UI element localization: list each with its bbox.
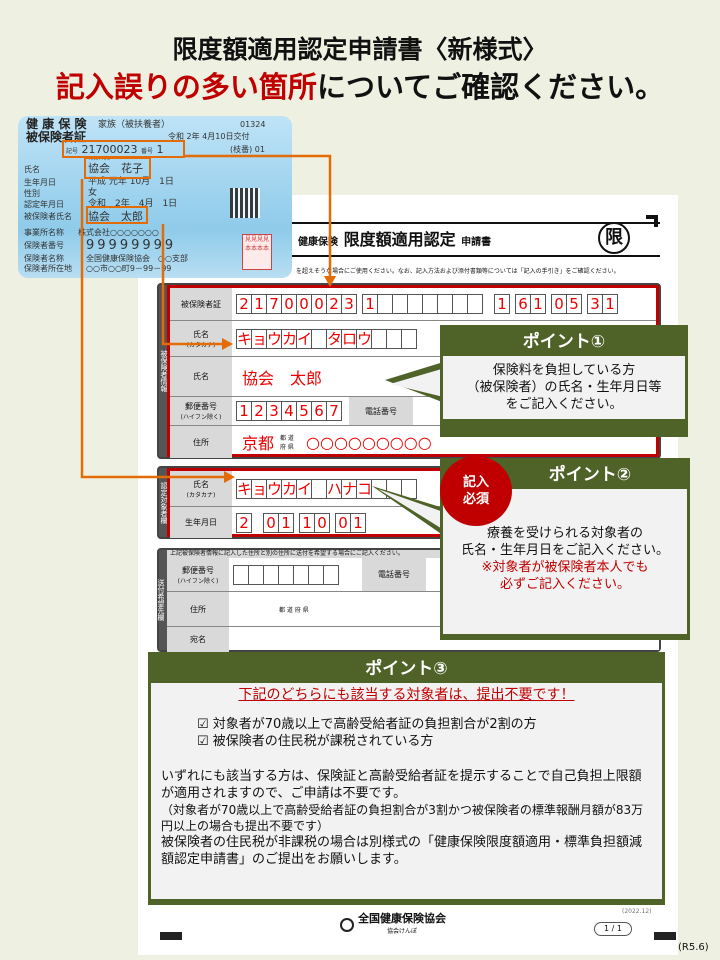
form-title: 健康保険 限度額適用認定 申請書	[298, 230, 492, 249]
section-side-label: 送付希望先欄	[157, 579, 165, 621]
field-label: 宛名	[167, 627, 229, 652]
insurance-card: 健 康 保 険 被保険者証 家族（被扶養者） 01324 令和 2年 4月10日…	[18, 116, 292, 278]
corner-mark	[646, 215, 658, 227]
version-label: (R5.6)	[678, 942, 709, 953]
point3-title: ポイント③	[365, 659, 448, 679]
text-line: をご記入ください。	[505, 397, 623, 412]
callout-tail	[372, 486, 450, 540]
address-field[interactable]: 都 道 府 県	[279, 606, 309, 614]
section-note: 上記被保険者情報に記入した住所と別の住所に送付を希望する場合にご記入ください。	[167, 550, 659, 558]
divider	[280, 255, 660, 257]
kana-name-cells[interactable]: キョウカイタロウ	[232, 321, 417, 356]
callout-tail	[390, 366, 452, 399]
page-number: 1 / 1	[594, 922, 632, 936]
callout-tail	[378, 489, 452, 535]
point2-body: 療養を受けられる対象者の氏名・生年月日をご記入ください。 ※対象者が被保険者本人で…	[443, 489, 687, 634]
highlight-insured-name	[86, 206, 148, 224]
field-label: 郵便番号(ハイフン除く)	[167, 558, 229, 591]
required-badge: 記入必須	[440, 456, 512, 526]
text-line: 保険料を負担している方	[492, 363, 636, 378]
org-logo-icon	[340, 918, 354, 932]
field-label: 電話番号	[362, 558, 426, 591]
gen-mark: 限	[598, 222, 630, 254]
field-label: 電話番号	[349, 397, 413, 425]
input-cell[interactable]	[401, 328, 417, 349]
sample-stamp: 見見見見 本本本本	[242, 234, 272, 270]
input-cell[interactable]: 0	[314, 512, 330, 533]
subtitle-rest: についてご確認ください。	[316, 70, 665, 104]
section-side-label: 認定対象者欄	[160, 481, 168, 524]
input-cell[interactable]	[467, 294, 483, 314]
input-cell[interactable]: 3	[341, 294, 357, 314]
field-label: 氏名	[170, 357, 232, 396]
section-side-label: 被保険者情報	[160, 350, 168, 392]
text-line: 氏名・生年月日をご記入ください。	[460, 543, 669, 558]
text-line: 必ずご記入ください。	[499, 577, 630, 592]
field-label: 郵便番号(ハイフン除く)	[170, 397, 232, 425]
input-cell[interactable]: 1	[602, 294, 618, 314]
form-note: を超えそうな場合にご使用ください。なお、記入方法および添付書類等については「記入…	[296, 268, 620, 275]
zip-cells[interactable]	[229, 558, 339, 591]
address-field[interactable]: 京都都 道 府 県○○○○○○○○○	[242, 432, 432, 454]
highlight-target-name	[84, 157, 151, 179]
condition-list: ☑ 対象者が70歳以上で高齢受給者証の負担割合が2割の方 ☑ 被保険者の住民税が課…	[161, 716, 652, 750]
text-line: ☑ 対象者が70歳以上で高齢受給者証の負担割合が2割の方	[197, 717, 537, 732]
field-label: 生年月日	[170, 507, 232, 538]
point3-text: いずれにも該当する方は、保険証と高齢受給者証を提示することで自己負担上限額が適用…	[161, 769, 642, 801]
registration-mark	[160, 932, 182, 940]
point1-title: ポイント①	[522, 332, 606, 352]
divider	[280, 222, 660, 224]
arrowhead	[222, 338, 233, 350]
arrow-line	[161, 224, 224, 346]
point1-callout: ポイント① 保険料を負担している方 （被保険者）の氏名・生年月日等をご記入ください…	[440, 325, 688, 437]
field-label: 住所	[167, 592, 229, 626]
text-line: （被保険者）の氏名・生年月日等	[466, 380, 662, 395]
point1-body: 保険料を負担している方 （被保険者）の氏名・生年月日等をご記入ください。	[443, 356, 685, 419]
input-cell[interactable]: 1	[494, 294, 510, 314]
text-line: ☑ 被保険者の住民税が課税されている方	[197, 734, 434, 749]
org-logo: 全国健康保険協会協会けんぽ	[340, 913, 446, 937]
input-cell[interactable]	[323, 564, 339, 585]
point3-headline: 下記のどちらにも該当する対象者は、提出不要です！	[238, 687, 575, 703]
input-cell[interactable]: 7	[326, 401, 342, 421]
page-subtitle: 記入誤りの多い箇所についてご確認ください。	[0, 64, 720, 106]
text-line: 療養を受けられる対象者の	[486, 526, 643, 541]
input-cell[interactable]: 1	[278, 512, 294, 533]
input-cell[interactable]: 5	[566, 294, 582, 314]
input-cell[interactable]: 1	[530, 294, 546, 314]
point3-callout: ポイント③ 下記のどちらにも該当する対象者は、提出不要です！ ☑ 対象者が70歳…	[148, 652, 665, 905]
name-field[interactable]: 協会 太郎	[242, 368, 323, 388]
qr-code	[230, 188, 260, 218]
input-cell[interactable]: 1	[350, 512, 366, 533]
kana-name-cells[interactable]: キョウカイハナコ	[232, 471, 417, 506]
form-date: (2022.12)	[622, 908, 652, 915]
point3-body: 下記のどちらにも該当する対象者は、提出不要です！ ☑ 対象者が70歳以上で高齢受…	[151, 683, 662, 899]
point3-note: （対象者が70歳以上で高齢受給者証の負担割合が3割かつ被保険者の標準報酬月額が8…	[161, 803, 644, 833]
arrowhead	[324, 276, 336, 287]
point2-title: ポイント②	[548, 465, 632, 485]
text-line: ※対象者が被保険者本人でも	[481, 560, 649, 575]
arrow-line	[185, 154, 332, 278]
point3-text: 被保険者の住民税が非課税の場合は別様式の「健康保険限度額適用・標準負担額減額認定…	[161, 835, 643, 867]
registration-mark	[654, 932, 676, 940]
arrowhead	[224, 471, 235, 483]
arrow-line	[80, 179, 226, 479]
page-title: 限度額適用認定申請書〈新様式〉	[172, 35, 548, 64]
input-cell[interactable]: 2	[236, 512, 252, 533]
subtitle-emphasis: 記入誤りの多い箇所	[55, 70, 317, 104]
field-label: 被保険者証	[170, 288, 232, 320]
field-label: 住所	[170, 426, 232, 458]
